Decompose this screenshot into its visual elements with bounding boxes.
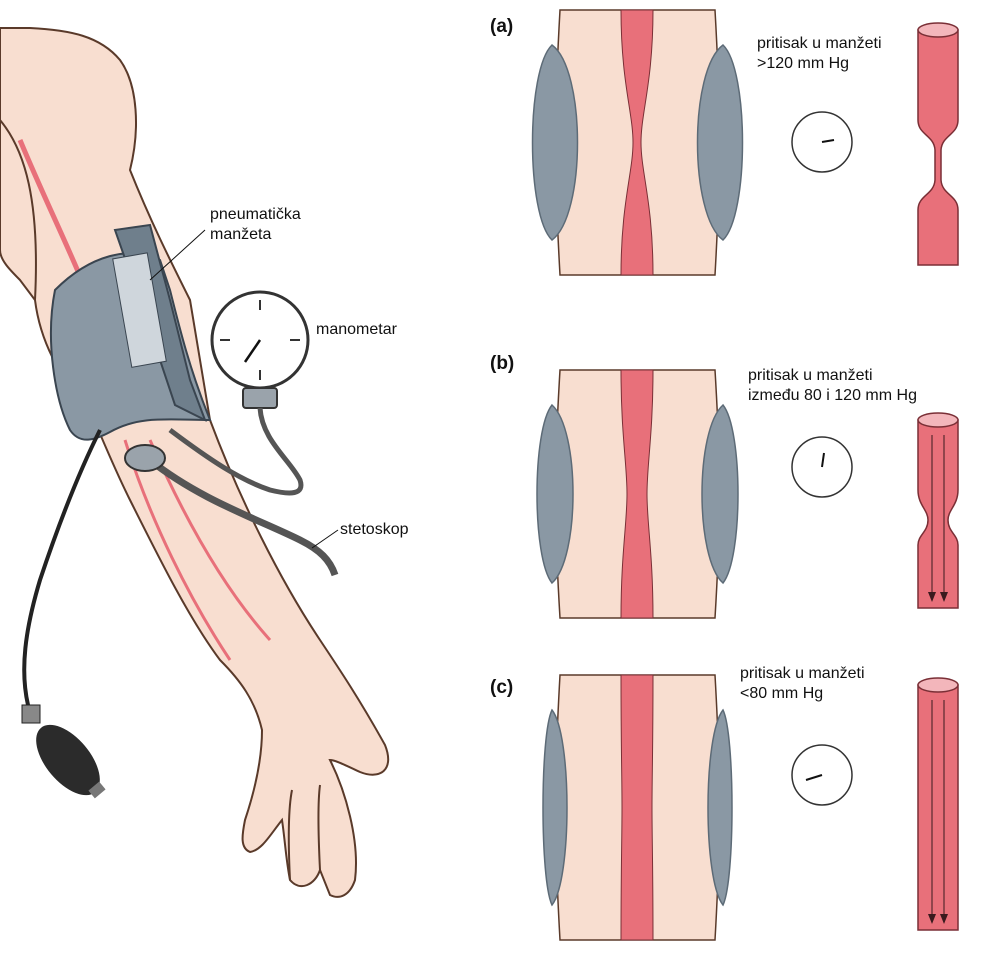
label-cuff-line1: pneumatička: [210, 206, 301, 223]
torso: [0, 27, 390, 898]
panel-c-vessel-opening: [917, 677, 959, 693]
panel-b-artery: [620, 369, 654, 619]
stethoscope-head: [124, 444, 166, 472]
label-cuff: pneumatička manžeta: [210, 205, 301, 245]
label-cuff-line2: manžeta: [210, 226, 272, 243]
panel-c-artery: [620, 674, 654, 941]
stethoscope-tube: [147, 457, 339, 577]
panel-c-vessel-tube: [917, 684, 959, 931]
panel-b-cuff-right: [701, 403, 739, 585]
panel-b-flow-arrow-1: [940, 592, 948, 602]
label-stethoscope: stetoskop: [340, 521, 409, 538]
label-manometer: manometar: [316, 321, 397, 338]
panel-c-letter: (c): [490, 677, 514, 698]
panel-c-flow-arrow-0: [928, 914, 936, 924]
panel-b-pressure-line1: pritisak u manžeti: [748, 367, 873, 384]
leader-stethoscope: [311, 529, 339, 549]
panel-c-gauge-needle: [805, 774, 823, 781]
inflation-bulb: [21, 704, 106, 799]
panel-a-pressure: pritisak u manžeti >120 mm Hg: [757, 34, 882, 74]
panel-c-pressure: pritisak u manžeti <80 mm Hg: [740, 664, 865, 704]
panel-a-letter: (a): [490, 16, 514, 37]
leader-cuff: [149, 229, 206, 281]
torso-edge: [0, 119, 37, 301]
finger-1: [287, 789, 293, 881]
panel-c-cuff-left: [542, 708, 568, 907]
panel-a-vessel-tube: [917, 29, 959, 266]
manometer-tube: [168, 407, 304, 496]
manometer-gauge: [210, 290, 310, 409]
panel-b-gauge-needle: [821, 452, 825, 468]
panel-a-cuff-left: [531, 44, 579, 241]
panel-a-pressure-line2: >120 mm Hg: [757, 55, 850, 72]
panel-a-cuff-right: [696, 44, 744, 241]
panels-group: [531, 9, 959, 941]
panel-b-pressure-line2: između 80 i 120 mm Hg: [748, 387, 917, 404]
bulb-tube: [22, 429, 102, 706]
panel-c-pressure-line2: <80 mm Hg: [740, 685, 824, 702]
panel-a-pressure-line1: pritisak u manžeti: [757, 35, 882, 52]
panel-b-flow-arrow-0: [928, 592, 936, 602]
cuff-velcro: [112, 252, 167, 368]
panel-b-vessel-tube: [917, 419, 959, 609]
panel-b-cuff-left: [536, 403, 574, 585]
panel-a-artery: [620, 9, 654, 276]
panel-c-cuff-right: [707, 708, 733, 907]
finger-2: [317, 784, 321, 871]
panel-a-vessel-opening: [917, 22, 959, 38]
panel-c-pressure-line1: pritisak u manžeti: [740, 665, 865, 682]
panel-c-flow-arrow-1: [940, 914, 948, 924]
panel-b-letter: (b): [490, 353, 515, 374]
panel-a-gauge-needle: [821, 139, 835, 143]
panel-b-pressure: pritisak u manžeti između 80 i 120 mm Hg: [748, 366, 917, 406]
panel-b-vessel-opening: [917, 412, 959, 428]
arm-illustration: [0, 27, 390, 898]
